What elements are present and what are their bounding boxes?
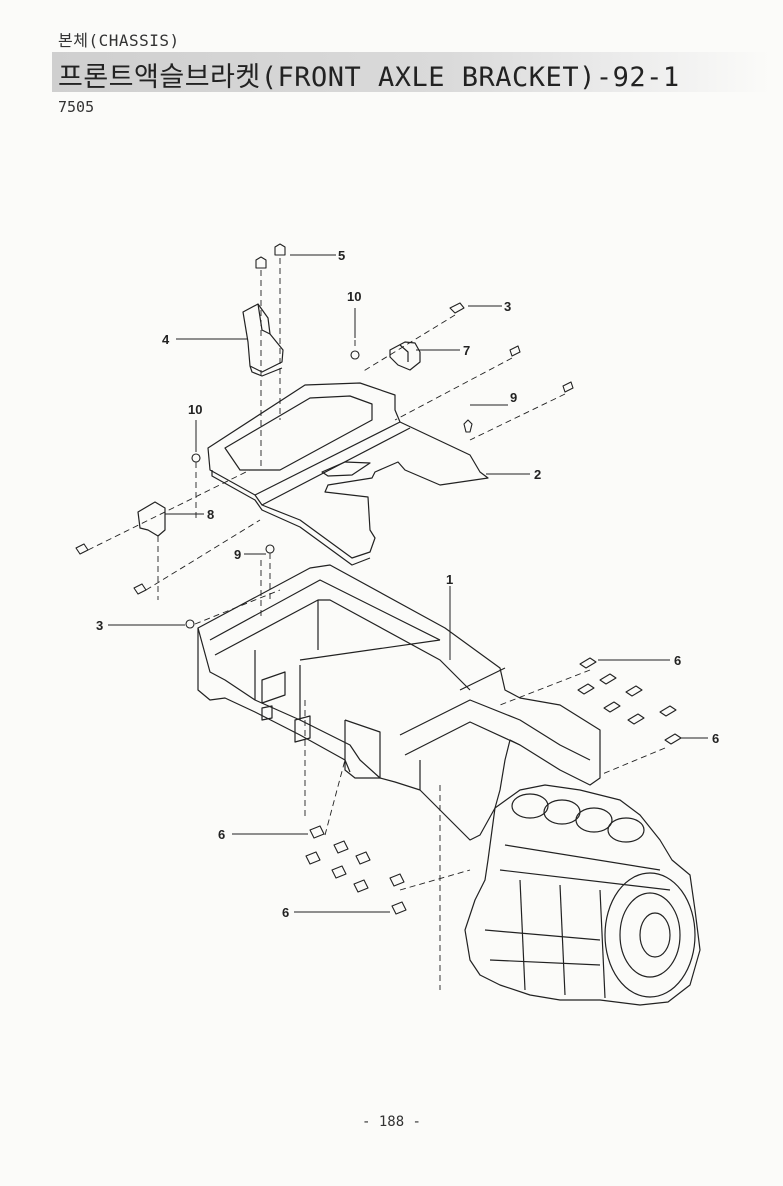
bracket-8 xyxy=(137,501,166,537)
page-title: 프론트액슬브라켓(FRONT AXLE BRACKET)-92-1 xyxy=(58,62,680,93)
main-frame xyxy=(197,564,601,841)
bracket-7 xyxy=(389,341,421,371)
callout-6-right: 6 xyxy=(712,731,719,746)
bracket-4 xyxy=(242,303,284,377)
callout-2: 2 xyxy=(534,467,541,482)
page-number: - 188 - xyxy=(361,1114,421,1130)
engine-block xyxy=(464,784,701,1006)
assembly-lines xyxy=(87,258,666,990)
callout-5: 5 xyxy=(338,248,345,263)
callout-4: 4 xyxy=(162,332,170,347)
title-band xyxy=(52,52,770,92)
callout-9-right: 9 xyxy=(510,390,517,405)
callout-7: 7 xyxy=(463,343,470,358)
callout-6-left: 6 xyxy=(218,827,225,842)
model-number: 7505 xyxy=(58,98,95,116)
callout-6-bottom: 6 xyxy=(282,905,289,920)
callout-3-top: 3 xyxy=(504,299,511,314)
callout-9-left: 9 xyxy=(234,547,241,562)
section-label: 본체(CHASSIS) xyxy=(58,31,180,50)
callout-labels: 5 10 3 4 7 9 10 2 8 9 1 3 6 6 6 6 xyxy=(96,248,719,920)
callout-3-left: 3 xyxy=(96,618,103,633)
callout-10-left: 10 xyxy=(188,402,202,417)
callout-8: 8 xyxy=(207,507,214,522)
callout-1: 1 xyxy=(446,572,453,587)
front-axle-bracket-plate xyxy=(207,382,489,566)
callout-6-upper-right: 6 xyxy=(674,653,681,668)
callout-10-top: 10 xyxy=(347,289,361,304)
bolts xyxy=(75,243,682,915)
leader-lines xyxy=(108,254,708,913)
